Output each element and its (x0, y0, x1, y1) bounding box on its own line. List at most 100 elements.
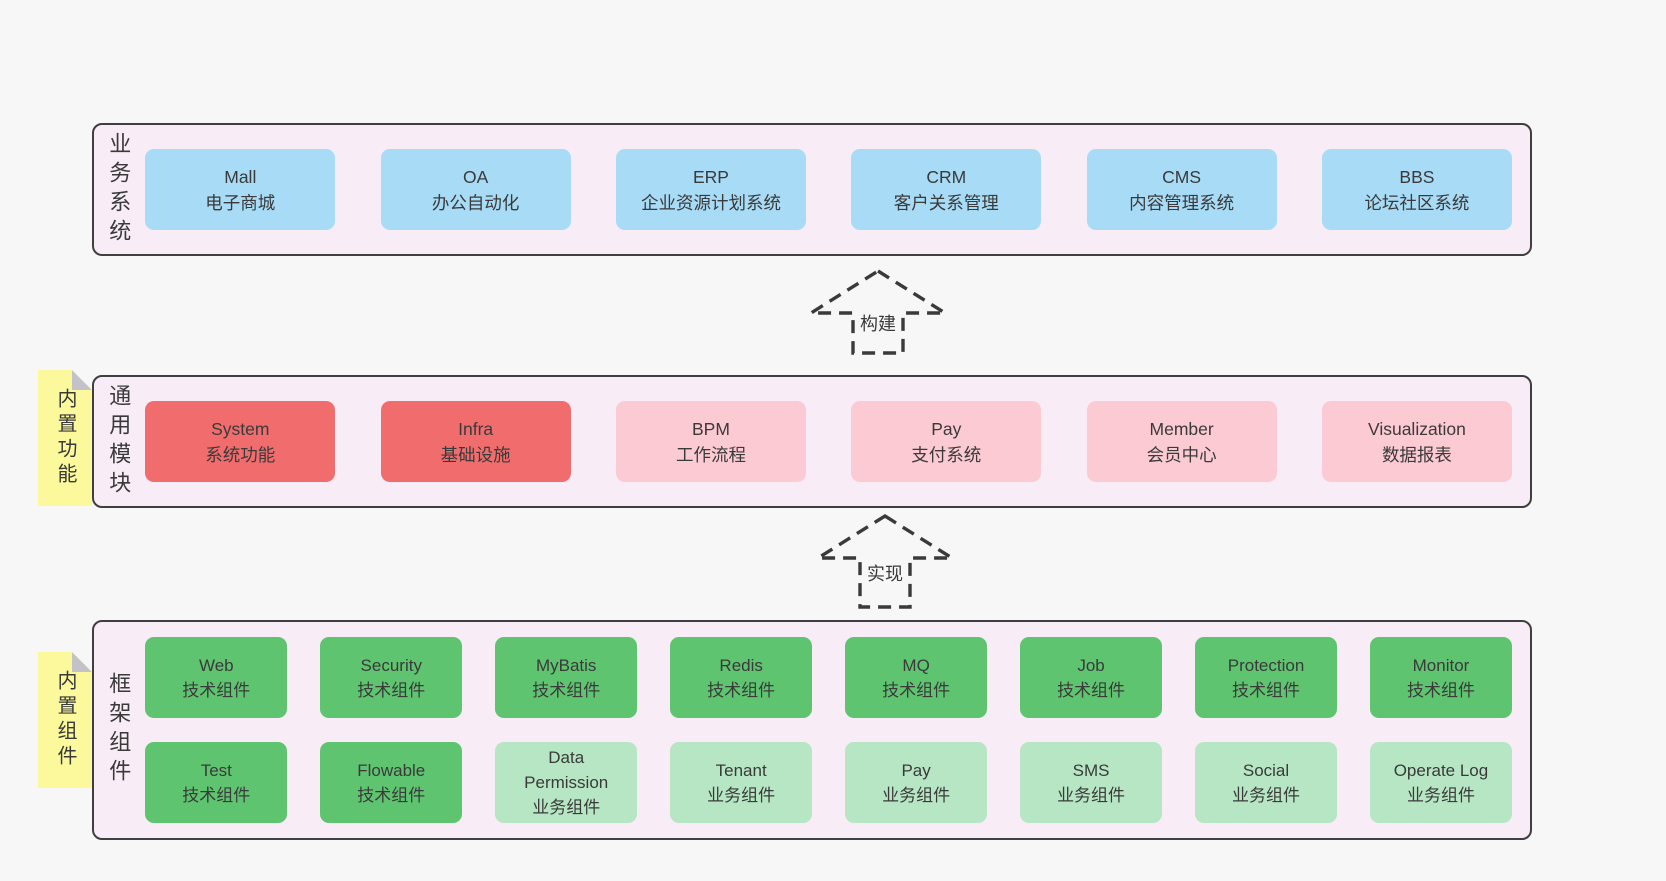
box-title: Social (1242, 760, 1290, 780)
box-tenant: Tenant 业务组件 (670, 742, 813, 823)
box-title: BPM (691, 418, 730, 439)
box-subtitle: 技术组件 (182, 785, 251, 805)
box-subtitle: 业务组件 (532, 798, 601, 817)
box-pay-component: Pay 业务组件 (845, 742, 988, 823)
box-subtitle: 支付系统 (911, 444, 982, 465)
box-subtitle: 系统功能 (205, 444, 276, 465)
box-subtitle: 业务组件 (1232, 785, 1301, 805)
box-subtitle: 论坛社区系统 (1364, 192, 1470, 213)
box-subtitle: 业务组件 (707, 785, 776, 805)
panel-body: System 系统功能 Infra 基础设施 BPM 工作流程 Pay 支付系统… (131, 401, 1530, 482)
box-title: Test (200, 760, 232, 780)
box-mybatis: MyBatis 技术组件 (495, 637, 638, 718)
box-monitor: Monitor 技术组件 (1369, 637, 1512, 718)
box-subtitle: 技术组件 (182, 680, 251, 700)
box-subtitle: 技术组件 (1057, 680, 1126, 700)
box-title: Web (198, 655, 234, 675)
arrow-implement: 实现 (815, 513, 955, 610)
box-title: Protection (1227, 655, 1305, 675)
sticky-note-builtin-features: 内置功能 (38, 370, 92, 506)
panel-label-business: 业务系统 (106, 131, 132, 248)
panel-common-modules: 通用模块 System 系统功能 Infra 基础设施 BPM 工作流程 Pay… (92, 375, 1532, 508)
box-bbs: BBS 论坛社区系统 (1321, 149, 1512, 230)
box-subtitle: 技术组件 (357, 680, 426, 700)
box-subtitle: 业务组件 (1406, 785, 1475, 805)
box-title: Pay (931, 418, 962, 439)
box-subtitle: 技术组件 (1232, 680, 1301, 700)
box-title: CMS (1162, 166, 1202, 187)
box-subtitle: 会员中心 (1146, 444, 1217, 465)
box-title: ERP (692, 166, 729, 187)
box-sms: SMS 业务组件 (1020, 742, 1163, 823)
arrow-build: 构建 (808, 268, 948, 356)
sticky-note-label: 内置组件 (54, 670, 76, 770)
box-title: SMS (1072, 760, 1110, 780)
box-subtitle: 电子商城 (205, 192, 276, 213)
box-subtitle: 技术组件 (882, 680, 951, 700)
box-subtitle: 企业资源计划系统 (640, 192, 781, 213)
panel-body: Web 技术组件 Security 技术组件 MyBatis 技术组件 Redi… (131, 637, 1530, 823)
box-row: Test 技术组件 Flowable 技术组件 Data Permission … (145, 742, 1512, 823)
box-mall: Mall 电子商城 (145, 149, 336, 230)
box-title: OA (462, 166, 489, 187)
folded-corner-icon (72, 652, 92, 672)
box-subtitle: 技术组件 (532, 680, 601, 700)
box-crm: CRM 客户关系管理 (851, 149, 1042, 230)
box-subtitle: 技术组件 (707, 680, 776, 700)
box-subtitle: 基础设施 (440, 444, 511, 465)
box-operate-log: Operate Log 业务组件 (1369, 742, 1512, 823)
box-title: Tenant (715, 760, 767, 780)
box-infra: Infra 基础设施 (380, 401, 571, 482)
up-arrow-icon (808, 268, 948, 355)
box-title: Flowable (357, 760, 426, 780)
panel-label-components: 框架组件 (106, 672, 132, 788)
box-erp: ERP 企业资源计划系统 (615, 149, 806, 230)
box-title: Operate Log (1393, 760, 1489, 780)
box-oa: OA 办公自动化 (380, 149, 571, 230)
box-subtitle: 办公自动化 (431, 192, 520, 213)
box-member: Member 会员中心 (1086, 401, 1277, 482)
box-title: Member (1149, 418, 1214, 439)
box-data-permission: Data Permission 业务组件 (495, 742, 638, 823)
panel-business-systems: 业务系统 Mall 电子商城 OA 办公自动化 ERP 企业资源计划系统 CRM… (92, 123, 1532, 256)
box-title: Job (1077, 655, 1105, 675)
arrow-implement-label: 实现 (864, 560, 906, 587)
panel-label-modules: 通用模块 (106, 383, 132, 500)
box-row: Mall 电子商城 OA 办公自动化 ERP 企业资源计划系统 CRM 客户关系… (145, 149, 1512, 230)
box-title: MyBatis (535, 655, 597, 675)
box-row: System 系统功能 Infra 基础设施 BPM 工作流程 Pay 支付系统… (145, 401, 1512, 482)
box-web: Web 技术组件 (145, 637, 288, 718)
sticky-note-label: 内置功能 (54, 388, 76, 488)
box-title: Security (360, 655, 422, 675)
box-subtitle: 技术组件 (357, 785, 426, 805)
box-title: BBS (1399, 166, 1435, 187)
box-title: Monitor (1412, 655, 1470, 675)
box-subtitle: 技术组件 (1406, 680, 1475, 700)
box-cms: CMS 内容管理系统 (1086, 149, 1277, 230)
box-bpm: BPM 工作流程 (615, 401, 806, 482)
box-protection: Protection 技术组件 (1195, 637, 1338, 718)
box-subtitle: 客户关系管理 (893, 192, 999, 213)
up-arrow-icon (815, 513, 955, 609)
box-subtitle: 工作流程 (675, 444, 746, 465)
box-social: Social 业务组件 (1195, 742, 1338, 823)
box-job: Job 技术组件 (1020, 637, 1163, 718)
box-subtitle: 业务组件 (1057, 785, 1126, 805)
box-system: System 系统功能 (145, 401, 336, 482)
box-security: Security 技术组件 (320, 637, 463, 718)
box-title: Infra (458, 418, 494, 439)
panel-framework-components: 框架组件 Web 技术组件 Security 技术组件 MyBatis 技术组件… (92, 620, 1532, 840)
box-test: Test 技术组件 (145, 742, 288, 823)
box-title: Mall (224, 166, 257, 187)
box-title: MQ (902, 655, 930, 675)
box-row: Web 技术组件 Security 技术组件 MyBatis 技术组件 Redi… (145, 637, 1512, 718)
box-pay-system: Pay 支付系统 (851, 401, 1042, 482)
box-subtitle: 业务组件 (882, 785, 951, 805)
panel-body: Mall 电子商城 OA 办公自动化 ERP 企业资源计划系统 CRM 客户关系… (131, 149, 1530, 230)
folded-corner-icon (72, 370, 92, 390)
box-flowable: Flowable 技术组件 (320, 742, 463, 823)
box-title: Pay (901, 760, 931, 780)
box-title: Redis (719, 655, 763, 675)
box-subtitle: 数据报表 (1381, 444, 1452, 465)
